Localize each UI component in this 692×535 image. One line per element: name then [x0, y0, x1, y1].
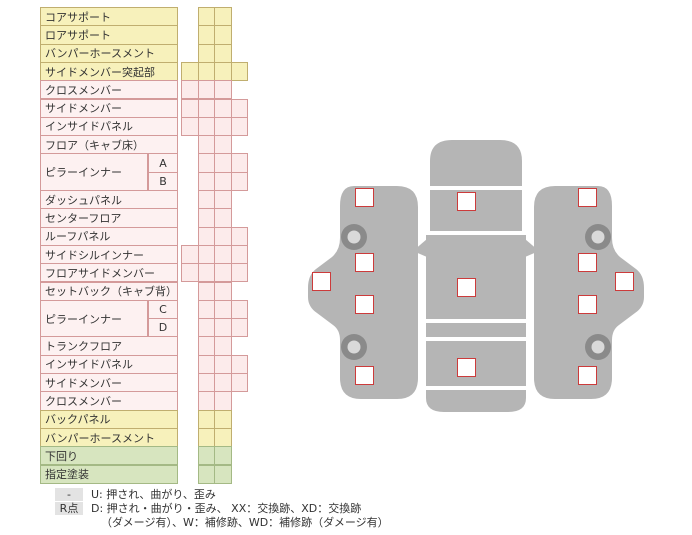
part-label: クロスメンバー — [40, 391, 178, 411]
part-label: サイドシルインナー — [40, 244, 178, 265]
part-label: 下回り — [40, 446, 178, 466]
check-right-1[interactable] — [578, 188, 597, 207]
check-right-3[interactable] — [578, 295, 597, 314]
part-label: ロアサポート — [40, 25, 178, 45]
legend-text-rpoint: D: 押され・曲がり・歪み、 XX：交換跡、XD：交換跡 — [91, 502, 362, 515]
part-label: インサイドパネル — [40, 116, 178, 137]
legend-key-rpoint: R点 — [55, 502, 83, 515]
damage-cell[interactable] — [230, 61, 248, 82]
damage-cell[interactable] — [230, 318, 248, 338]
wheel-marker-center — [347, 340, 361, 354]
top-view-cabin — [426, 235, 526, 319]
part-label: セットバック（キャブ背） — [40, 281, 178, 301]
legend-row-u: - U: 押され、曲がり、歪み — [55, 488, 389, 502]
wheel-marker-center — [347, 230, 361, 244]
part-label: ピラーインナー — [40, 153, 148, 191]
part-label: サイドメンバー突起部 — [40, 61, 178, 82]
check-right-4[interactable] — [578, 366, 597, 385]
check-left-4[interactable] — [355, 366, 374, 385]
left-side-view — [308, 186, 418, 399]
damage-cell[interactable] — [230, 171, 248, 191]
top-view-hood — [430, 190, 522, 231]
legend-key-dash: - — [55, 488, 83, 501]
part-label: ピラーインナー — [40, 299, 148, 338]
part-sublabel: B — [148, 171, 178, 191]
part-label: バンパーホースメント — [40, 427, 178, 448]
legend-text-u: U: 押され、曲がり、歪み — [91, 488, 216, 501]
legend-row-continuation: （ダメージ有）、W：補修跡、WD：補修跡（ダメージ有） — [55, 516, 389, 530]
part-label: ダッシュパネル — [40, 190, 178, 210]
check-right-outer[interactable] — [615, 272, 634, 291]
check-left-outer[interactable] — [312, 272, 331, 291]
wheel-marker-center — [591, 340, 605, 354]
wheel-marker-center — [591, 230, 605, 244]
top-view-front — [430, 140, 522, 186]
part-label: クロスメンバー — [40, 80, 178, 100]
check-top-rear[interactable] — [457, 358, 476, 377]
top-view-rear — [426, 390, 526, 412]
right-side-view — [534, 186, 644, 399]
damage-cell[interactable] — [230, 263, 248, 283]
damage-cell[interactable] — [230, 373, 248, 393]
part-label: センターフロア — [40, 208, 178, 228]
check-right-2[interactable] — [578, 253, 597, 272]
top-view-band — [426, 323, 526, 337]
damage-cell[interactable] — [214, 464, 232, 484]
damage-cell[interactable] — [230, 116, 248, 137]
legend-text-continuation: （ダメージ有）、W：補修跡、WD：補修跡（ダメージ有） — [101, 516, 389, 529]
check-left-2[interactable] — [355, 253, 374, 272]
check-top-front[interactable] — [457, 192, 476, 211]
top-view-deck — [426, 341, 526, 386]
check-left-1[interactable] — [355, 188, 374, 207]
legend-row-rpoint: R点 D: 押され・曲がり・歪み、 XX：交換跡、XD：交換跡 — [55, 502, 389, 516]
part-label: バンパーホースメント — [40, 43, 178, 63]
check-left-3[interactable] — [355, 295, 374, 314]
check-top-center[interactable] — [457, 278, 476, 297]
legend: - U: 押され、曲がり、歪み R点 D: 押され・曲がり・歪み、 XX：交換跡… — [55, 488, 389, 530]
part-label: トランクフロア — [40, 336, 178, 356]
part-label: 指定塗装 — [40, 464, 178, 484]
